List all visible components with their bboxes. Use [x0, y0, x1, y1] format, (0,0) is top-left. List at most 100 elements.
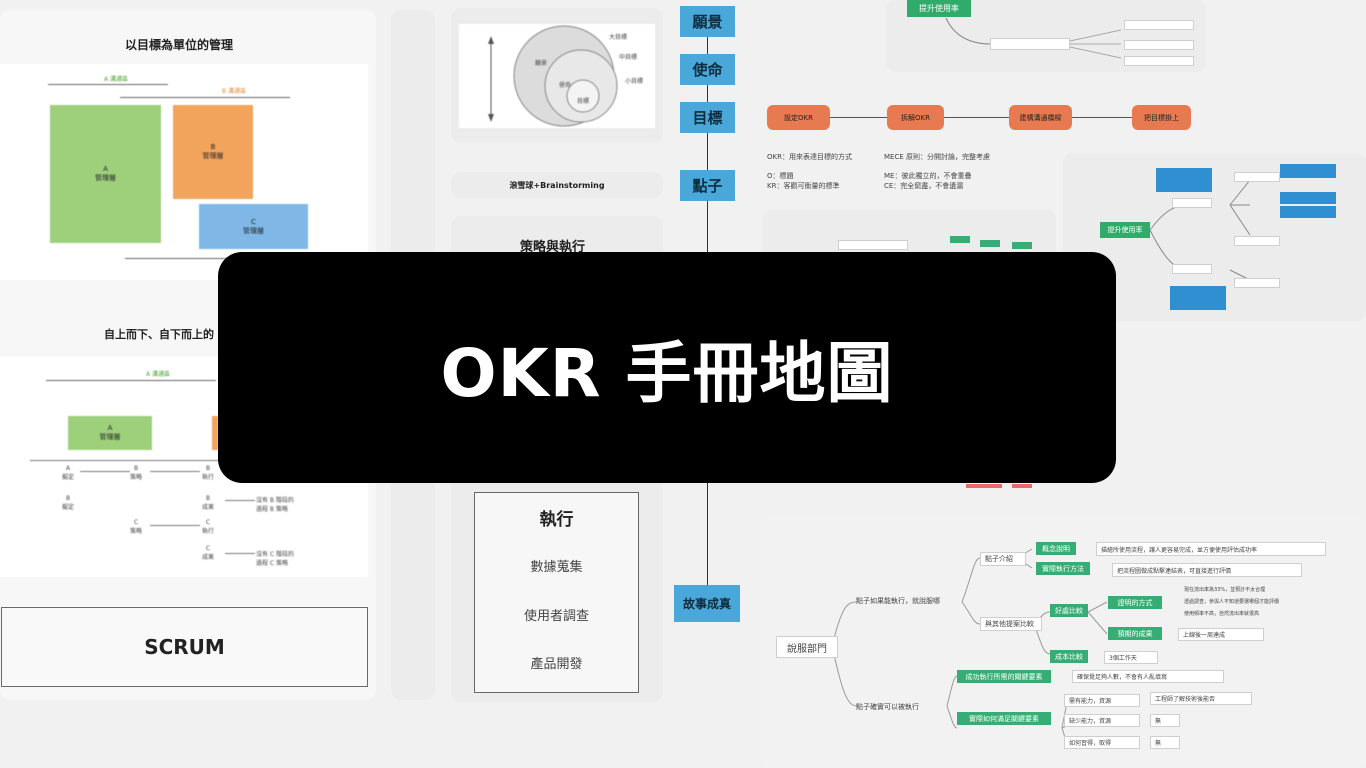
note-none-1: 無: [1150, 714, 1180, 727]
bottom-node-proof: 證明的方式: [1108, 596, 1162, 609]
top-mind-leaf-3: [1124, 56, 1194, 66]
pill-build-bridge: 建構溝通橋樑: [1009, 105, 1072, 130]
note-enough-people: 確保覺足夠人數，不會有人亂填寫: [1072, 670, 1224, 683]
manager-box-b: B 管理層: [173, 105, 253, 199]
flow-divider: [30, 460, 220, 461]
strategy-title: 策略與執行: [520, 240, 586, 255]
flow-step-c-result: C 成果: [202, 545, 215, 561]
bottom-branch-1: 點子如果能執行，就說服哪: [856, 597, 940, 605]
row-label-acquire: 如何習得，取得: [1064, 736, 1140, 749]
note-clickable: 把流程圖做成點擊連結表，可直接進行評價: [1112, 563, 1302, 577]
mind-node-2: [1172, 198, 1212, 208]
note-3-days: 3個工作天: [1104, 651, 1158, 664]
bottom-node-compare: 與其他提案比較: [980, 617, 1042, 631]
top-mind-node: 提升使用率: [907, 0, 971, 17]
flow-step-b-strategy: B 策略: [130, 465, 143, 481]
flow-line-2: [150, 471, 200, 472]
pill-set-okr: 設定OKR: [767, 105, 830, 130]
flow-node-story: 故事成真: [674, 585, 740, 622]
mind-node-4: [1280, 192, 1336, 204]
mind-node-6: [1234, 172, 1280, 182]
bottom-node-cost: 成本比較: [1050, 650, 1088, 663]
arrow-line-b: [120, 97, 290, 98]
note-engineer: 工程師了解技術後能否: [1150, 692, 1252, 705]
red-mark-1: [966, 484, 1002, 488]
arrow-line-bottom: [125, 258, 308, 259]
note-none-2: 無: [1150, 736, 1180, 749]
exec-item-dev: 產品開發: [530, 657, 583, 672]
top-mind-branch: [990, 38, 1070, 50]
manager-box-a: A 管理層: [50, 105, 161, 243]
banner-title: OKR 手冊地圖: [440, 334, 894, 412]
low-manager-box-a: A 管理層: [68, 416, 152, 450]
note-frequency: 使用頻率不高，自然流出率就很高: [1184, 611, 1260, 617]
circle-label-big: 大目標: [609, 34, 628, 41]
mind-node-9: [1170, 286, 1226, 310]
bottom-root: 說服部門: [776, 636, 838, 658]
flow-node-goal: 目標: [680, 102, 735, 133]
mind-node-10: [1234, 278, 1280, 288]
flow-line-5: [225, 553, 255, 554]
low-manager-box-b: [212, 416, 218, 450]
bottom-node-satisfy: 實際如何滿足關鍵要素: [957, 712, 1051, 725]
red-mark-2: [1012, 484, 1032, 488]
small-map-root: [838, 240, 908, 250]
flow-step-c-exec: C 執行: [202, 519, 215, 535]
flow-node-vision: 願景: [680, 6, 735, 37]
small-map-leaf-2: [980, 240, 1000, 247]
low-comm-label: A 溝通區: [146, 371, 171, 378]
brainstorm-label: 滾雪球+Brainstorming: [509, 180, 605, 190]
low-arrow-line: [46, 380, 216, 381]
comm-label-a: A 溝通區: [104, 76, 129, 83]
pill-hang-goal: 把目標掛上: [1132, 105, 1191, 130]
flow-line-1: [80, 471, 130, 472]
flow-step-b-exec: B 執行: [202, 465, 215, 481]
note-describe-flow: 描繪所使用流程，讓人更容易完成，並方便使用評估成功率: [1096, 542, 1326, 556]
nested-circles-diagram: [488, 25, 618, 127]
note-survey: 透過調查，參與人不知道要選哪個才能評價: [1184, 599, 1280, 605]
note-okr-o: O：標題: [767, 172, 794, 180]
circle-inner-goal: 目標: [577, 98, 590, 105]
flow-step-c-strategy: C 策略: [130, 519, 143, 535]
circle-label-small: 小目標: [625, 78, 644, 85]
flow-line-4: [150, 525, 200, 526]
flow-note-c: 沒有 C 階段的 過程 C 策略: [256, 551, 295, 567]
flow-note-b: 沒有 B 階段的 過程 B 策略: [256, 497, 294, 513]
note-okr-def: OKR：用來表達目標的方式: [767, 153, 852, 161]
bottom-node-intro: 點子介紹: [980, 552, 1026, 566]
flow-step-a-set: A 擬定: [62, 465, 75, 481]
scrum-label: SCRUM: [144, 635, 225, 659]
brainstorm-bar: 滾雪球+Brainstorming: [451, 172, 663, 198]
exec-title: 執行: [539, 510, 574, 530]
flow-node-idea: 點子: [680, 170, 735, 201]
exec-box: 執行 數據蒐集 使用者調查 產品開發: [474, 492, 639, 693]
comm-label-b: B 溝通區: [222, 88, 247, 95]
circle-label-mid: 中目標: [619, 54, 638, 61]
top-mind-leaf-1: [1124, 20, 1194, 30]
bottom-node-key-factors: 成功執行所需的關鍵要素: [957, 670, 1051, 683]
pill-break-okr: 拆解OKR: [887, 105, 944, 130]
flow-step-b-set: B 擬定: [62, 495, 75, 511]
note-ce: CE：完全窮盡，不會遺漏: [884, 182, 964, 190]
bottom-node-benefit: 好處比較: [1050, 604, 1088, 617]
left-mid-title: 自上而下、自下而上的: [104, 328, 214, 341]
bottom-node-concept: 概念說明: [1036, 542, 1076, 555]
mind-center-node: 提升使用率: [1100, 222, 1150, 238]
flow-step-b-result: B 成果: [202, 495, 215, 511]
top-mind-leaf-2: [1124, 40, 1194, 50]
circle-inner-vision: 願景: [535, 60, 548, 67]
mind-node-5: [1280, 206, 1336, 218]
scrum-box: SCRUM: [1, 607, 368, 687]
pill-connector: [830, 117, 1140, 118]
circle-inner-mission: 使命: [559, 82, 572, 89]
manager-box-c: C 管理層: [199, 204, 308, 249]
mind-node-7: [1234, 236, 1280, 246]
title-banner: OKR 手冊地圖: [218, 252, 1116, 483]
left-top-diagram: A 溝通區 B 溝通區 A 管理層 B 管理層 C 管理層: [0, 64, 368, 280]
small-map-leaf-3: [1012, 242, 1032, 249]
bottom-node-expected: 預期的成果: [1108, 627, 1162, 640]
bottom-node-method: 實際執行方法: [1036, 562, 1090, 575]
left-top-title: 以目標為單位的管理: [125, 38, 234, 52]
circles-card: 大目標 中目標 小目標 願景 使命 目標: [459, 24, 655, 128]
arrow-line-a: [48, 84, 168, 85]
